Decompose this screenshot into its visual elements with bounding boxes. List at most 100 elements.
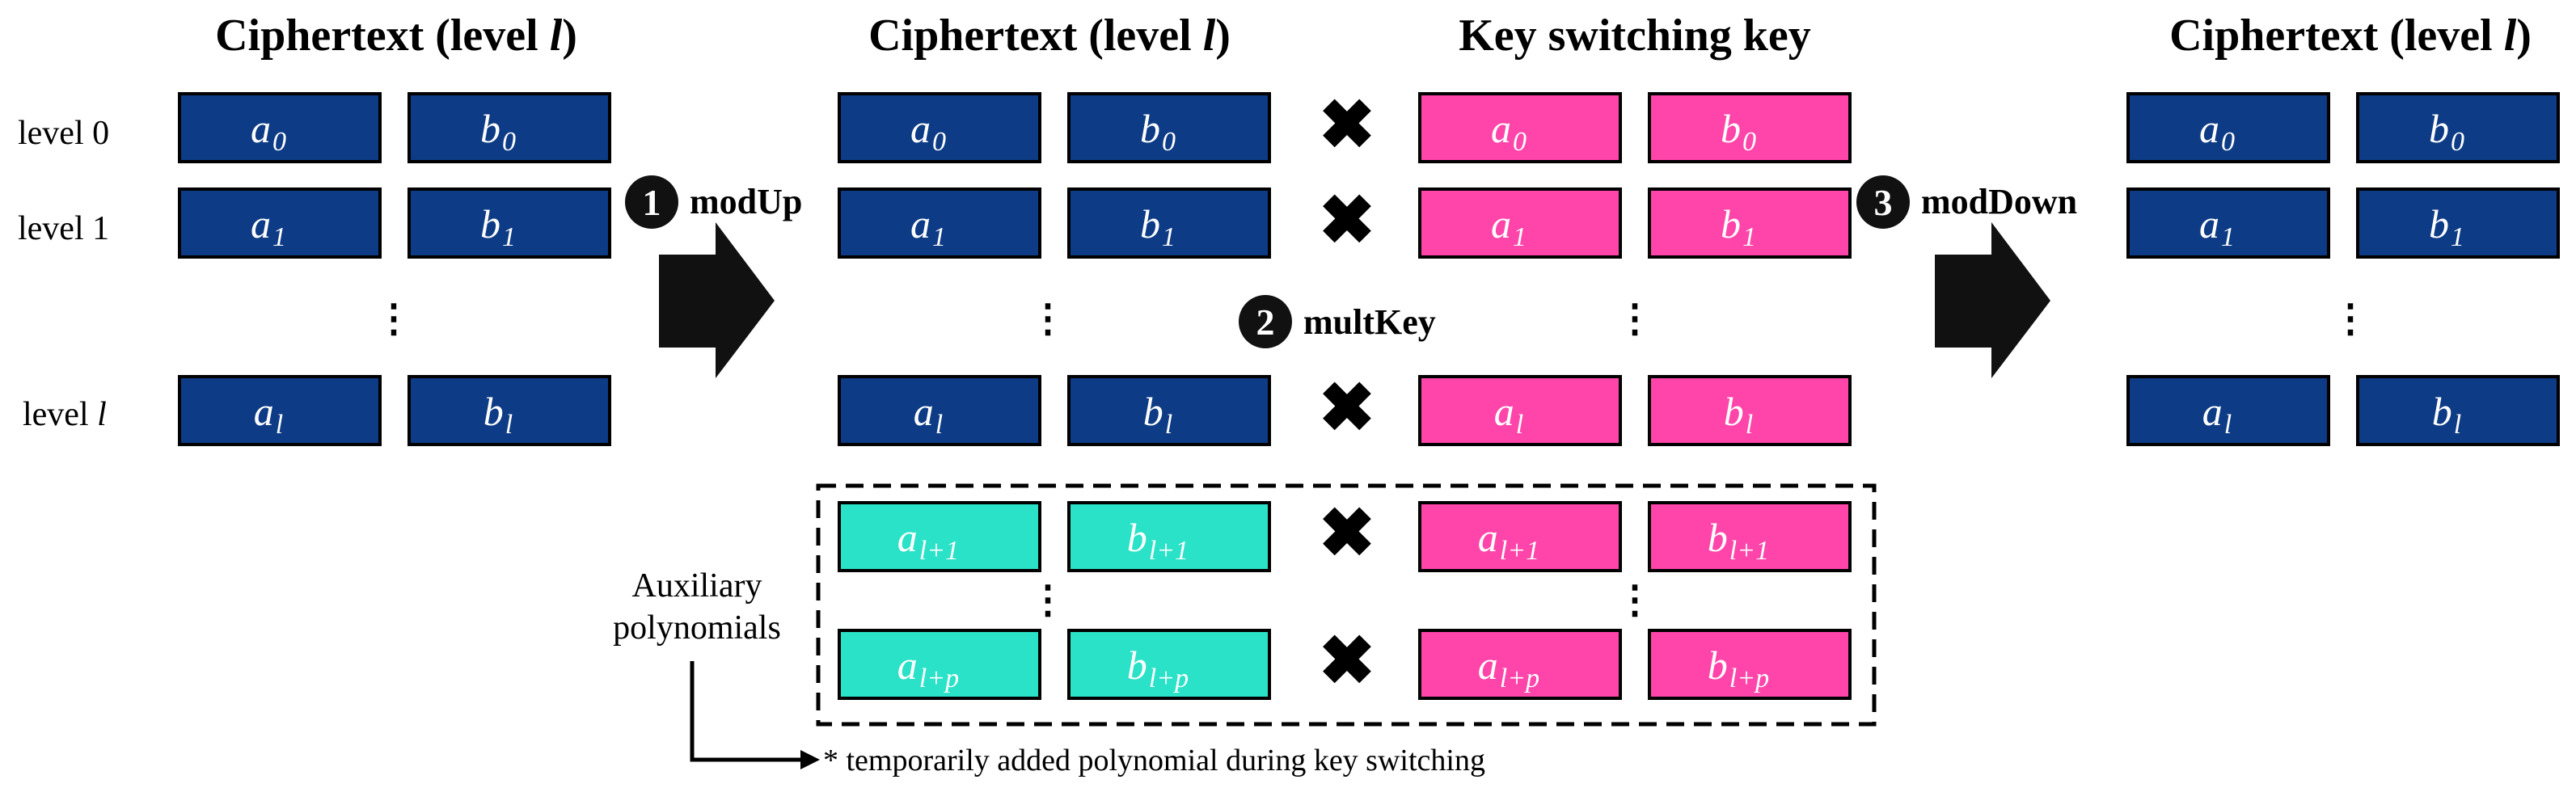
poly-label-bl: bl: [484, 389, 513, 440]
row-label-level-1: level 1: [18, 210, 109, 247]
poly-box-b1-ciphertext: [408, 188, 611, 259]
vdots-aux: ⋮: [1028, 579, 1067, 622]
poly-label-bl: bl: [1143, 389, 1172, 440]
aux-label-line1: Auxiliary: [632, 567, 762, 605]
poly-box-a0-key: [1418, 92, 1622, 163]
poly-label-al: al: [914, 389, 943, 440]
poly-box-b0-key: [1648, 92, 1852, 163]
poly-label-al1: al+1: [1478, 515, 1539, 566]
step-3-badge: [1856, 175, 1910, 229]
poly-label-a0: a0: [1491, 106, 1527, 157]
times-icon: ✖: [1319, 183, 1375, 259]
poly-box-a0-ciphertext: [838, 92, 1041, 163]
poly-box-b0-ciphertext: [408, 92, 611, 163]
poly-label-b0: b0: [1721, 106, 1756, 157]
poly-box-al1-aux: [838, 501, 1041, 572]
poly-label-b1: b1: [1140, 201, 1176, 252]
poly-box-a1-ciphertext: [178, 188, 382, 259]
step-3-label: modDown: [1921, 182, 2077, 221]
poly-label-alp: al+p: [897, 643, 959, 693]
poly-label-al1: al+1: [897, 515, 959, 566]
poly-label-blp: bl+p: [1127, 643, 1189, 693]
poly-box-a1-ciphertext: [2126, 188, 2330, 259]
poly-label-a1: a1: [910, 201, 946, 252]
poly-box-bl-ciphertext: [2356, 375, 2560, 446]
title-output-ciphertext: Ciphertext (level l): [2169, 11, 2532, 61]
poly-box-bl1-key: [1648, 501, 1852, 572]
poly-label-bl: bl: [1724, 389, 1753, 440]
row-label-level-l: level l: [23, 396, 107, 433]
poly-box-bl1-aux: [1067, 501, 1271, 572]
poly-label-a1: a1: [251, 201, 286, 252]
poly-label-a0: a0: [910, 106, 946, 157]
aux-connector-arrowhead-icon: [800, 750, 820, 769]
vdots-aux-key: ⋮: [1615, 579, 1654, 622]
step-2-badge: [1239, 295, 1292, 348]
poly-label-b0: b0: [480, 106, 516, 157]
poly-box-bl-ciphertext: [1067, 375, 1271, 446]
poly-box-alp-key: [1418, 629, 1622, 700]
poly-box-al-key: [1418, 375, 1622, 446]
vdots-modup: ⋮: [1028, 297, 1067, 340]
poly-box-b1-ciphertext: [1067, 188, 1271, 259]
arrow-modup-icon: [659, 222, 775, 378]
poly-label-al: al: [2202, 389, 2232, 440]
poly-box-bl-ciphertext: [408, 375, 611, 446]
auxiliary-polynomials-frame: [816, 483, 1877, 727]
poly-box-b1-key: [1648, 188, 1852, 259]
times-icon: ✖: [1319, 496, 1375, 571]
poly-box-alp-aux: [838, 629, 1041, 700]
vdots-output: ⋮: [2331, 297, 2370, 340]
title-input-ciphertext: Ciphertext (level l): [215, 11, 577, 61]
poly-box-al1-key: [1418, 501, 1622, 572]
poly-box-bl-key: [1648, 375, 1852, 446]
poly-label-blp: bl+p: [1708, 643, 1769, 693]
poly-label-a0: a0: [2199, 106, 2235, 157]
aux-footnote: * temporarily added polynomial during ke…: [823, 744, 1485, 777]
poly-label-bl: bl: [2432, 389, 2461, 440]
step-3-number: 3: [1874, 182, 1893, 223]
title-modup-ciphertext: Ciphertext (level l): [868, 11, 1231, 61]
poly-box-al-ciphertext: [838, 375, 1041, 446]
step-2-label: multKey: [1303, 302, 1436, 342]
poly-box-b1-ciphertext: [2356, 188, 2560, 259]
times-icon: ✖: [1319, 624, 1375, 699]
title-key-switching-key: Key switching key: [1459, 11, 1811, 61]
poly-box-a0-ciphertext: [2126, 92, 2330, 163]
poly-label-bl1: bl+1: [1127, 515, 1189, 566]
poly-label-bl1: bl+1: [1708, 515, 1769, 566]
arrow-moddown-icon: [1935, 222, 2050, 378]
poly-box-blp-aux: [1067, 629, 1271, 700]
poly-label-b1: b1: [1721, 201, 1756, 252]
polynomial-boxes: a0 b0 a1 b1 al bl a0 b0 a1 b1 al bl al+1 bl+1 al+p bl+p…: [178, 92, 2560, 700]
poly-label-alp: al+p: [1478, 643, 1539, 693]
step-1-number: 1: [643, 182, 661, 223]
poly-label-b0: b0: [1140, 106, 1176, 157]
poly-box-al-ciphertext: [178, 375, 382, 446]
poly-label-a1: a1: [2199, 201, 2235, 252]
poly-box-a0-ciphertext: [178, 92, 382, 163]
row-label-level-0: level 0: [18, 115, 109, 152]
poly-box-a1-key: [1418, 188, 1622, 259]
poly-label-al: al: [1494, 389, 1523, 440]
times-icon: ✖: [1319, 88, 1375, 163]
step-1-badge: [625, 175, 678, 229]
vdots-key: ⋮: [1615, 297, 1654, 340]
poly-label-b0: b0: [2429, 106, 2464, 157]
poly-box-al-ciphertext: [2126, 375, 2330, 446]
poly-label-a1: a1: [1491, 201, 1527, 252]
poly-box-b0-ciphertext: [2356, 92, 2560, 163]
step-2-number: 2: [1256, 301, 1275, 343]
poly-label-b1: b1: [480, 201, 516, 252]
poly-box-blp-key: [1648, 629, 1852, 700]
poly-box-a1-ciphertext: [838, 188, 1041, 259]
aux-connector-line: [690, 661, 800, 762]
poly-label-b1: b1: [2429, 201, 2464, 252]
aux-label-line2: polynomials: [613, 609, 781, 647]
poly-label-a0: a0: [251, 106, 286, 157]
step-1-label: modUp: [690, 182, 802, 221]
poly-box-b0-ciphertext: [1067, 92, 1271, 163]
times-icon: ✖: [1319, 371, 1375, 446]
poly-label-al: al: [254, 389, 283, 440]
